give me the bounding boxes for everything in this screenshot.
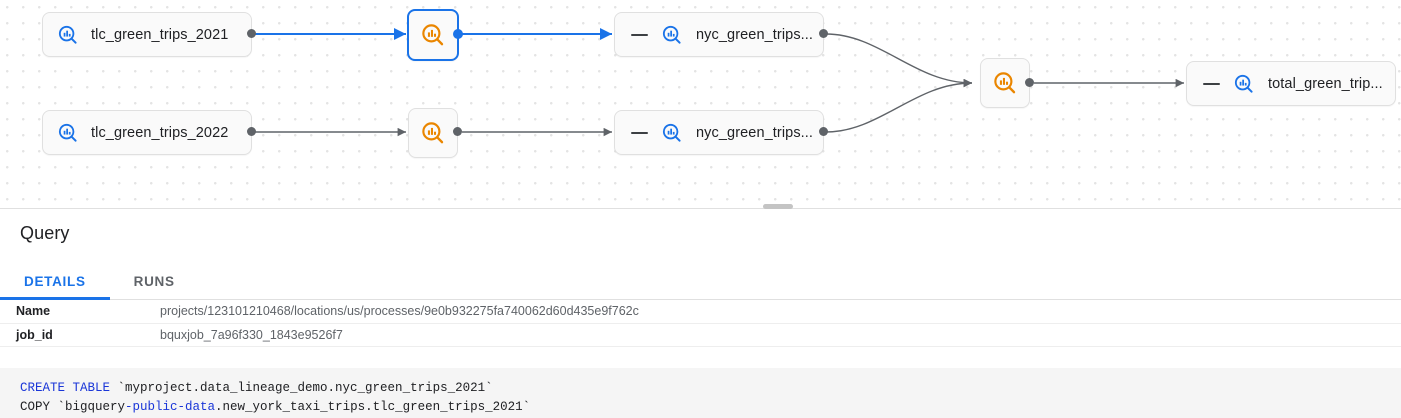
graph-node-tlc-green-trips-2022[interactable]: tlc_green_trips_2022 bbox=[42, 110, 252, 155]
sql-line2-prefix: COPY `bigquery bbox=[20, 400, 126, 414]
bigquery-table-icon bbox=[58, 25, 77, 44]
collapse-node-button[interactable] bbox=[631, 33, 648, 36]
graph-node-output-port[interactable] bbox=[453, 127, 462, 136]
bigquery-table-icon bbox=[1234, 74, 1253, 93]
bigquery-table-icon bbox=[58, 123, 77, 142]
graph-node-output-port[interactable] bbox=[1025, 78, 1034, 87]
sql-line1-rest: `myproject.data_lineage_demo.nyc_green_t… bbox=[110, 381, 493, 395]
graph-node-total-green-trips[interactable]: total_green_trip... bbox=[1186, 61, 1396, 106]
sql-keyword-public-data: -public-data bbox=[125, 400, 216, 414]
graph-edge-layer bbox=[254, 28, 1184, 137]
graph-node-label: tlc_green_trips_2022 bbox=[91, 124, 229, 141]
bigquery-table-icon bbox=[662, 123, 681, 142]
bigquery-process-icon bbox=[422, 24, 444, 46]
graph-node-process[interactable] bbox=[408, 108, 458, 158]
detail-rows: Name projects/123101210468/locations/us/… bbox=[0, 300, 1401, 347]
detail-key-job-id: job_id bbox=[16, 327, 53, 342]
collapse-node-button[interactable] bbox=[631, 131, 648, 134]
page-title: Query bbox=[20, 223, 70, 243]
graph-node-process-merge[interactable] bbox=[980, 58, 1030, 108]
graph-node-output-port[interactable] bbox=[247, 29, 256, 38]
bigquery-process-icon bbox=[422, 122, 444, 144]
graph-node-output-port[interactable] bbox=[819, 127, 828, 136]
graph-node-process-selected[interactable] bbox=[407, 9, 459, 61]
table-row: Name projects/123101210468/locations/us/… bbox=[0, 300, 1401, 324]
tab-bar: DETAILS RUNS bbox=[0, 262, 1401, 300]
graph-node-label: total_green_trip... bbox=[1268, 75, 1383, 92]
panel-resize-handle[interactable] bbox=[763, 204, 793, 209]
detail-key-name: Name bbox=[16, 304, 51, 319]
lineage-graph-canvas[interactable]: tlc_green_trips_2021 tlc_green_trips_202… bbox=[0, 0, 1401, 208]
graph-node-nyc-green-trips-bottom[interactable]: nyc_green_trips... bbox=[614, 110, 824, 155]
graph-node-tlc-green-trips-2021[interactable]: tlc_green_trips_2021 bbox=[42, 12, 252, 57]
graph-node-label: nyc_green_trips... bbox=[696, 26, 814, 43]
sql-code-block[interactable]: CREATE TABLE `myproject.data_lineage_dem… bbox=[0, 368, 1401, 418]
graph-node-output-port[interactable] bbox=[247, 127, 256, 136]
collapse-node-button[interactable] bbox=[1203, 82, 1220, 85]
graph-node-output-port[interactable] bbox=[453, 29, 463, 39]
table-row: job_id bquxjob_7a96f330_1843e9526f7 bbox=[0, 324, 1401, 347]
detail-value-job-id: bquxjob_7a96f330_1843e9526f7 bbox=[160, 327, 343, 342]
tab-details[interactable]: DETAILS bbox=[0, 262, 110, 300]
graph-node-output-port[interactable] bbox=[819, 29, 828, 38]
detail-value-name: projects/123101210468/locations/us/proce… bbox=[160, 304, 639, 319]
graph-node-label: nyc_green_trips... bbox=[696, 124, 814, 141]
details-panel: Query DETAILS RUNS Name projects/1231012… bbox=[0, 204, 1401, 418]
tab-runs[interactable]: RUNS bbox=[110, 262, 199, 300]
graph-node-nyc-green-trips-top[interactable]: nyc_green_trips... bbox=[614, 12, 824, 57]
bigquery-process-icon bbox=[994, 72, 1016, 94]
sql-keyword-create-table: CREATE TABLE bbox=[20, 381, 111, 395]
sql-line2-rest: .new_york_taxi_trips.tlc_green_trips_202… bbox=[215, 400, 531, 414]
graph-node-label: tlc_green_trips_2021 bbox=[91, 26, 229, 43]
bigquery-table-icon bbox=[662, 25, 681, 44]
